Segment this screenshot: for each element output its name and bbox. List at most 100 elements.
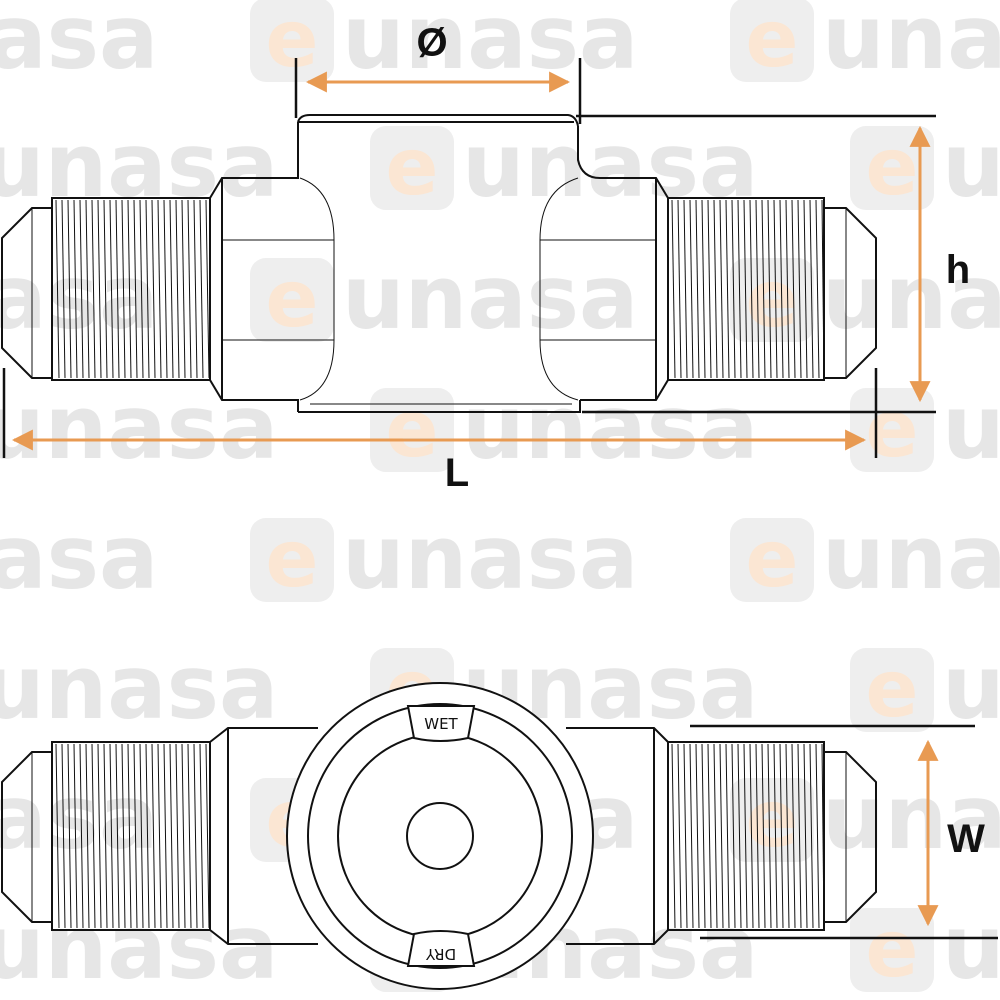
watermark-initial: e: [746, 255, 799, 345]
thread-line: [145, 199, 150, 379]
thread-line: [175, 199, 180, 379]
thread-line: [803, 743, 808, 929]
thread-line: [821, 199, 825, 379]
watermark-text: unasa: [822, 0, 1000, 89]
watermark-text: unasa: [942, 896, 1000, 999]
thread-line: [737, 199, 742, 379]
thread-line: [677, 743, 682, 929]
width-dimension: W: [690, 724, 998, 940]
watermark-text: unasa: [942, 376, 1000, 479]
thread-line: [199, 199, 204, 379]
thread-line: [67, 743, 72, 929]
thread-line: [695, 743, 700, 929]
watermark-text: unasa: [822, 506, 1000, 609]
sight-glass-outer-ring: [286, 682, 594, 990]
thread-line: [683, 199, 688, 379]
watermark-logo-box: [250, 0, 334, 82]
thread-line: [73, 743, 78, 929]
watermark-text: unasa: [0, 376, 278, 479]
thread-line: [719, 743, 724, 929]
watermark-initial: e: [746, 515, 799, 605]
watermark-text: unasa: [0, 506, 158, 609]
watermark-text: unasa: [342, 246, 638, 349]
thread-line: [163, 199, 168, 379]
thread-line: [749, 199, 754, 379]
thread-line: [91, 743, 96, 929]
thread-line: [133, 199, 138, 379]
thread-line: [725, 199, 730, 379]
thread-line: [797, 743, 802, 929]
thread-line: [773, 199, 778, 379]
watermark-logo-box: [850, 908, 934, 992]
thread-line: [773, 743, 778, 929]
width-label: W: [947, 817, 985, 861]
thread-line: [55, 199, 60, 379]
thread-line: [109, 743, 114, 929]
thread-line: [821, 743, 825, 929]
thread-line: [797, 199, 802, 379]
watermark-text: unasa: [462, 376, 758, 479]
thread-pattern-left-bottom: [55, 743, 210, 929]
length-dimension: L: [2, 368, 878, 495]
sight-glass-top-view: WET DRY: [1, 682, 877, 990]
thread-line: [55, 743, 60, 929]
thread-line: [127, 199, 132, 379]
thread-line: [701, 199, 706, 379]
thread-line: [791, 743, 796, 929]
watermark-initial: e: [866, 905, 919, 995]
thread-line: [97, 199, 102, 379]
watermark-text: unasa: [462, 114, 758, 217]
thread-line: [151, 743, 156, 929]
wet-label: WET: [424, 715, 458, 733]
thread-line: [707, 743, 712, 929]
watermark-logo-box: [370, 126, 454, 210]
watermark-text: unasa: [822, 246, 1000, 349]
thread-line: [671, 199, 676, 379]
thread-line: [115, 199, 120, 379]
length-label: L: [445, 451, 469, 495]
thread-line: [151, 199, 156, 379]
thread-line: [91, 199, 96, 379]
watermark-text: unasa: [0, 766, 158, 869]
dry-label: DRY: [425, 945, 456, 963]
thread-line: [761, 743, 766, 929]
thread-line: [731, 199, 736, 379]
thread-line: [737, 743, 742, 929]
thread-line: [103, 199, 108, 379]
thread-line: [169, 743, 174, 929]
watermark-text: unasa: [0, 246, 158, 349]
dry-badge: DRY: [406, 930, 476, 967]
thread-line: [157, 199, 162, 379]
thread-line: [157, 743, 162, 929]
thread-pattern-right-top: [671, 199, 825, 379]
thread-pattern-right-bottom: [671, 743, 825, 929]
thread-line: [713, 743, 718, 929]
watermark-initial: e: [266, 0, 319, 85]
thread-line: [73, 199, 78, 379]
watermark-initial: e: [386, 123, 439, 213]
thread-line: [205, 743, 210, 929]
thread-line: [701, 743, 706, 929]
thread-line: [743, 743, 748, 929]
thread-line: [785, 199, 790, 379]
watermark-text: unasa: [0, 114, 278, 217]
thread-line: [815, 743, 820, 929]
thread-line: [109, 199, 114, 379]
thread-line: [79, 199, 84, 379]
thread-line: [767, 199, 772, 379]
thread-line: [719, 199, 724, 379]
thread-line: [139, 743, 144, 929]
thread-line: [169, 199, 174, 379]
thread-line: [689, 743, 694, 929]
thread-line: [205, 199, 210, 379]
thread-line: [199, 743, 204, 929]
watermark-text: unasa: [942, 636, 1000, 739]
thread-line: [67, 199, 72, 379]
thread-line: [731, 743, 736, 929]
thread-line: [815, 199, 820, 379]
thread-line: [743, 199, 748, 379]
thread-line: [61, 743, 66, 929]
sight-glass-inner-ring: [307, 703, 573, 969]
thread-line: [193, 743, 198, 929]
thread-line: [749, 743, 754, 929]
